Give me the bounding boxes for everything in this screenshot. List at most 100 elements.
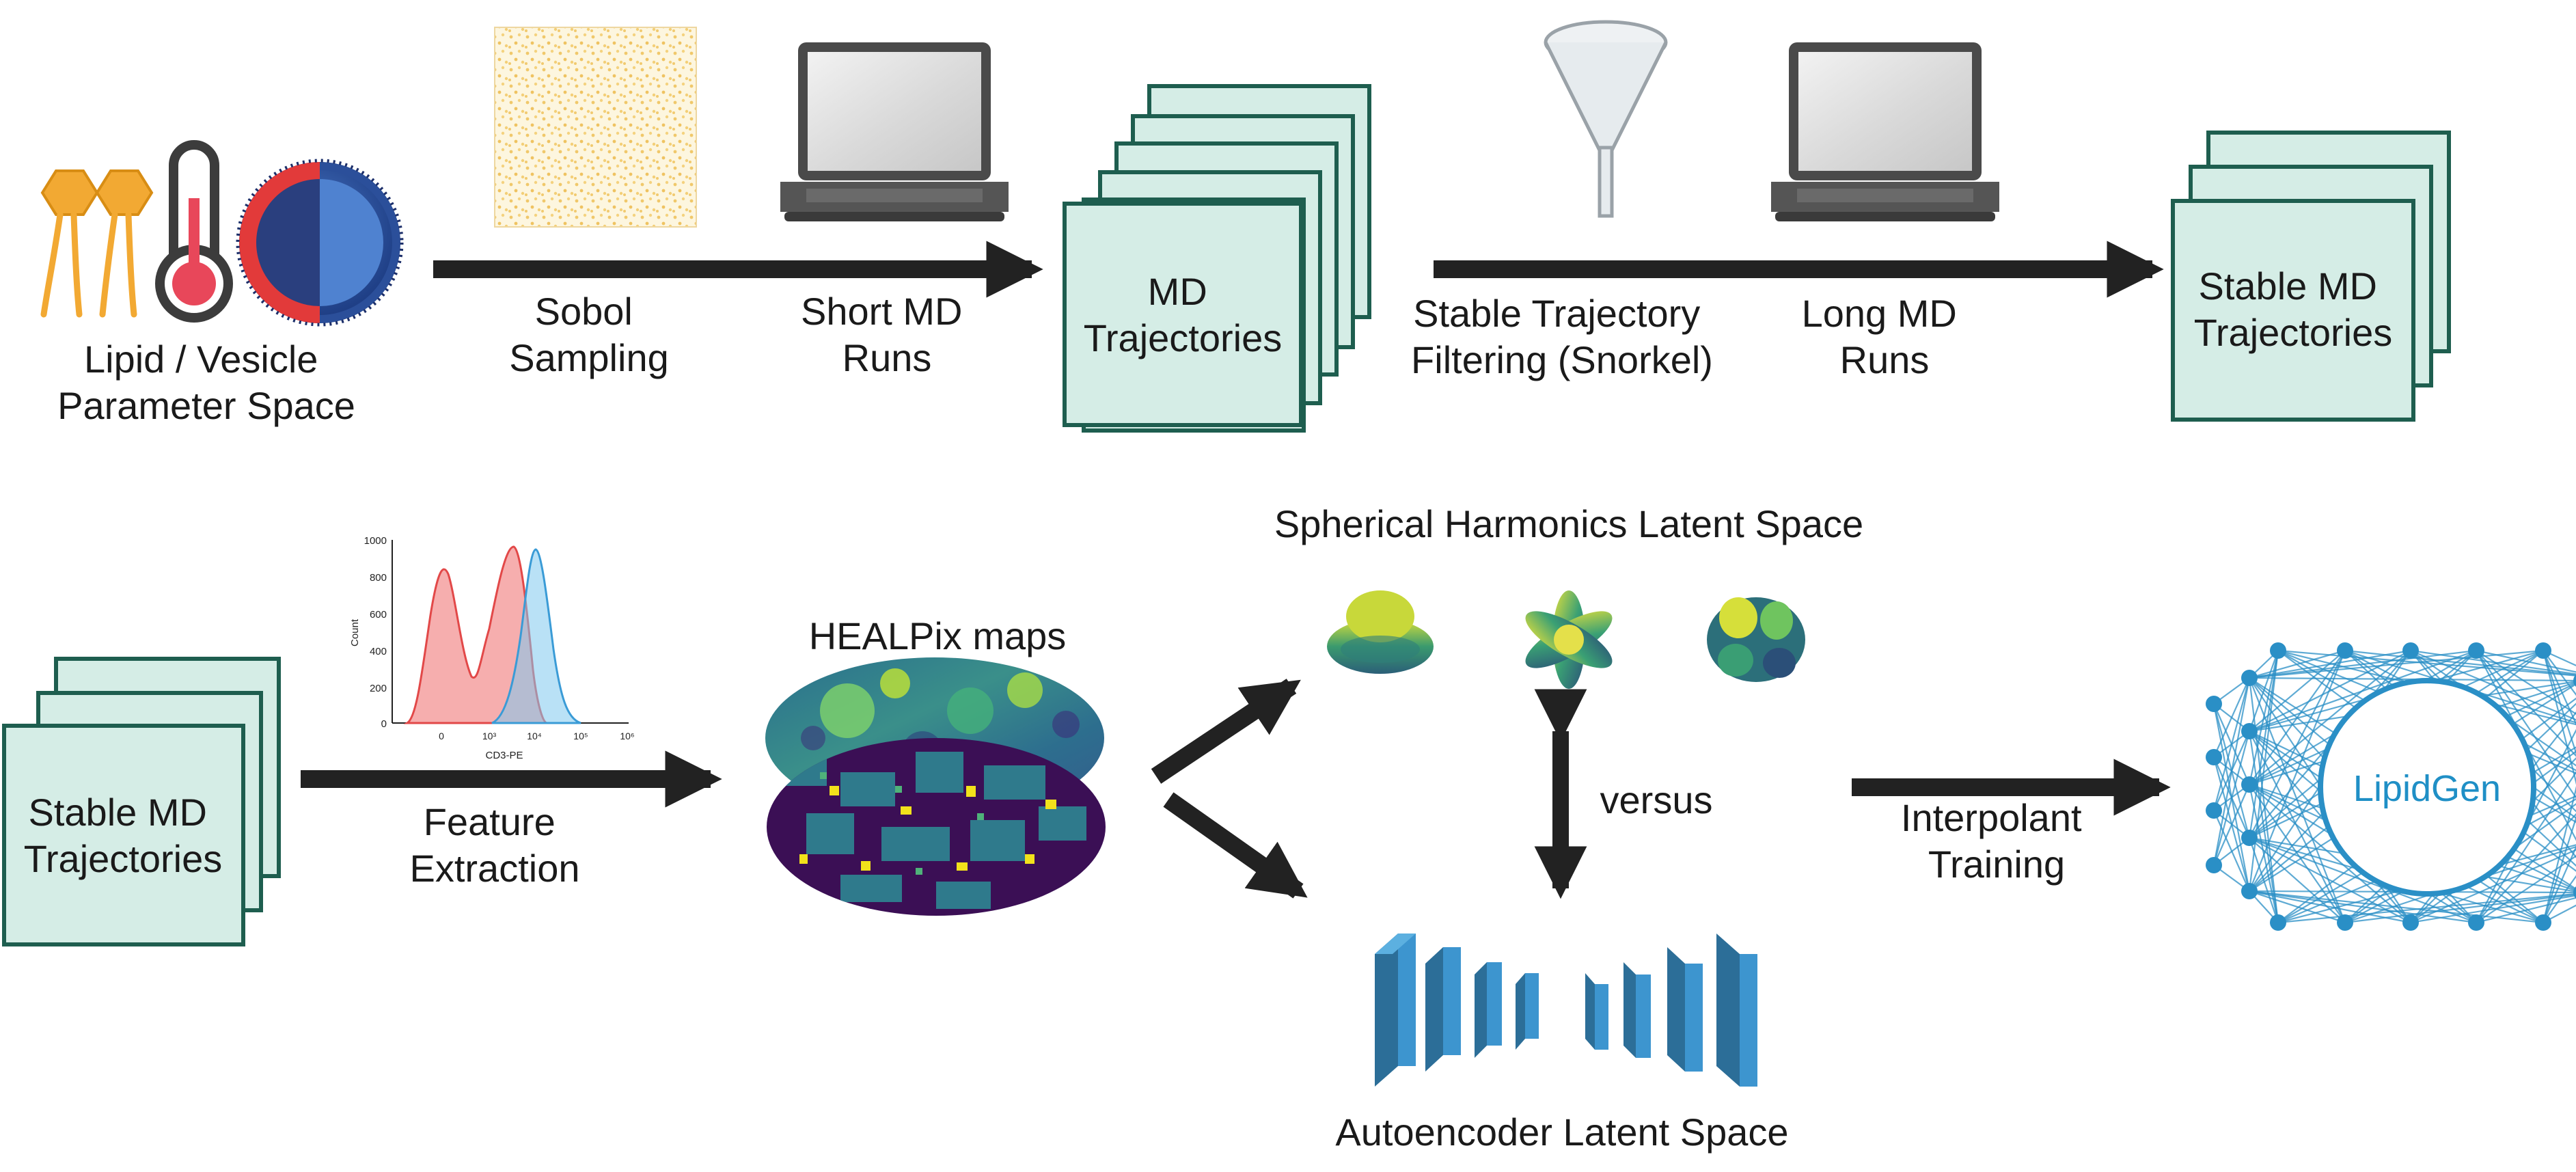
network-edge <box>2543 904 2576 923</box>
long-md-label: Long MD Runs <box>1802 292 1968 381</box>
histogram-x-label: CD3-PE <box>485 750 523 761</box>
network-edge <box>2476 650 2576 841</box>
feature-label: Feature Extraction <box>410 800 580 890</box>
network-edge <box>2476 649 2576 673</box>
stable-md-label-top: Stable MD Trajectories <box>2194 264 2392 354</box>
network-edge <box>2542 845 2576 923</box>
network-edge <box>2249 836 2477 924</box>
histogram-x-ticks: 0 10³ 10⁴ 10⁵ 10⁶ <box>439 731 635 741</box>
network-edge <box>2248 677 2279 923</box>
network-edge <box>2543 875 2576 923</box>
network-node <box>2337 914 2353 931</box>
svg-text:200: 200 <box>370 683 387 694</box>
network-edge <box>2248 837 2279 923</box>
svg-text:0: 0 <box>381 718 387 730</box>
network-node <box>2270 914 2286 931</box>
svg-text:0: 0 <box>439 731 444 741</box>
network-edge <box>2542 786 2576 923</box>
network-edge <box>2249 731 2346 923</box>
network-edge <box>2542 650 2576 756</box>
network-edge <box>2476 813 2576 923</box>
interpolant-label: Interpolant Training <box>1901 796 2092 886</box>
network-node <box>2241 723 2258 739</box>
network-edge <box>2212 784 2251 866</box>
network-node <box>2206 749 2222 765</box>
funnel-icon <box>1544 20 1668 218</box>
network-node <box>2468 642 2484 659</box>
network-node <box>2402 914 2419 931</box>
thermometer-icon <box>155 140 233 323</box>
network-node <box>2206 802 2222 819</box>
sobol-label: Sobol Sampling <box>509 290 668 379</box>
lipidgen-circle <box>2318 678 2536 897</box>
laptop-icon <box>780 42 1009 221</box>
network-node <box>2241 830 2258 846</box>
histogram-y-ticks: 1000 800 600 400 200 0 <box>364 535 387 730</box>
spherical-harmonic-blob-3 <box>1707 597 1805 682</box>
network-edge <box>2543 650 2576 696</box>
network-edge <box>2249 890 2544 924</box>
sobol-sampling-square <box>494 27 697 228</box>
histogram-plot: 1000 800 600 400 200 0 Count 0 10³ 10⁴ 1… <box>349 535 635 761</box>
network-node <box>2206 696 2222 712</box>
network-node <box>2241 670 2258 686</box>
network-edge <box>2344 893 2576 924</box>
network-edge <box>2476 650 2576 800</box>
network-edge <box>2410 849 2576 924</box>
network-edge <box>2476 650 2576 757</box>
network-edge <box>2249 837 2411 923</box>
short-md-label: Short MD Runs <box>801 290 973 379</box>
versus-label: versus <box>1600 778 1713 821</box>
network-edge <box>2212 677 2251 758</box>
stable-md-label-bottom: Stable MD Trajectories <box>24 791 222 880</box>
network-node <box>2337 642 2353 659</box>
network-edge <box>2476 771 2576 923</box>
network-edge <box>2212 677 2251 811</box>
stable-md-stack-top <box>2171 131 2451 422</box>
healpix-map-bottom <box>767 738 1106 916</box>
histogram-blue-series <box>491 548 581 724</box>
svg-text:10⁴: 10⁴ <box>527 731 542 741</box>
md-trajectories-label: MD Trajectories <box>1084 270 1282 359</box>
svg-text:10⁶: 10⁶ <box>620 731 634 741</box>
network-node <box>2241 883 2258 899</box>
network-edge <box>2476 897 2576 924</box>
healpix-title: HEALPix maps <box>809 614 1067 657</box>
lipidgen-label: LipidGen <box>2353 768 2501 809</box>
network-edge <box>2212 731 2251 866</box>
network-edge <box>2543 649 2576 667</box>
md-trajectories-stack <box>1063 84 1371 433</box>
svg-text:800: 800 <box>370 572 387 584</box>
network-node <box>2573 674 2576 687</box>
svg-text:1000: 1000 <box>364 535 387 547</box>
arrow-to-autoencoder <box>1163 792 1308 899</box>
network-edge <box>2410 649 2576 675</box>
network-node <box>2535 914 2551 931</box>
stable-md-stack-bottom <box>2 657 281 946</box>
sh-title: Spherical Harmonics Latent Space <box>1274 502 1863 545</box>
filtering-label: Stable Trajectory Filtering (Snorkel) <box>1411 292 1713 381</box>
network-edge <box>2249 784 2411 923</box>
network-node <box>2468 914 2484 931</box>
autoencoder-icon <box>1375 933 1757 1087</box>
network-edge <box>2542 650 2576 726</box>
network-edge <box>2476 728 2576 923</box>
network-edge <box>2542 815 2576 923</box>
network-edge <box>2410 895 2576 924</box>
network-node <box>2535 642 2551 659</box>
histogram-y-label: Count <box>349 618 361 646</box>
svg-text:10⁵: 10⁵ <box>573 731 588 741</box>
network-edge <box>2212 677 2251 866</box>
network-edge <box>2476 855 2576 923</box>
network-edge <box>2249 837 2346 923</box>
network-node <box>2402 642 2419 659</box>
network-node <box>2573 886 2576 899</box>
network-edge <box>2277 649 2576 677</box>
arrow-to-spherical-harmonics <box>1151 679 1301 784</box>
svg-text:10³: 10³ <box>482 731 497 741</box>
parameter-space-label: Lipid / Vesicle Parameter Space <box>57 338 355 427</box>
network-node <box>2206 857 2222 873</box>
network-node <box>2270 642 2286 659</box>
network-edge <box>2476 650 2576 715</box>
